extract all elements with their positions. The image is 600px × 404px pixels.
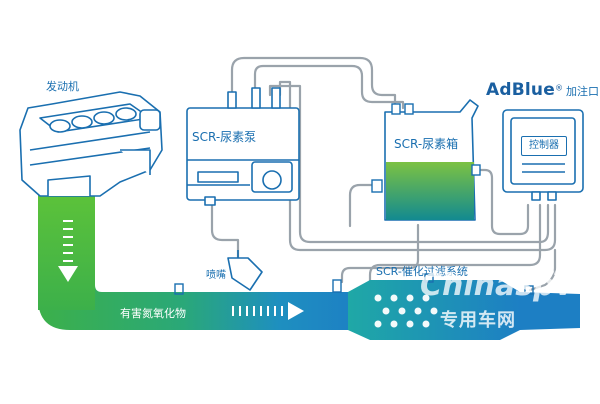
controller-label: 控制器 (521, 136, 567, 156)
nozzle-illustration (227, 250, 263, 291)
adblue-registered-mark: ® (554, 83, 563, 93)
watermark-sub: 专用车网 (440, 310, 516, 331)
adblue-brand: AdBlue (486, 80, 555, 100)
scr-catalyst (332, 273, 580, 340)
sensor-upstream (174, 283, 184, 295)
scr-pump-label: SCR-尿素泵 (192, 130, 257, 144)
scr-tank-illustration (371, 99, 481, 221)
engine-label: 发动机 (46, 80, 79, 93)
engine-illustration (19, 91, 163, 197)
watermark-url: www.chinaspv.cn (550, 268, 600, 277)
site-watermark: Chinaspv www.chinaspv.cn 专用车网 (420, 268, 600, 338)
arrow-down-icon (58, 220, 78, 282)
harmful-nox-label: 有害氮氧化物 (120, 307, 186, 320)
watermark-main: Chinaspv (420, 268, 575, 303)
wiring-harness (210, 56, 557, 292)
arrow-right-icon (232, 302, 304, 320)
adblue-fill-label: AdBlue®加注口 (486, 80, 599, 100)
exhaust-pipe (38, 195, 360, 330)
nozzle-label: 喷嘴 (206, 270, 226, 281)
scr-catalyst-label: SCR-催化过滤系统 (376, 265, 468, 278)
adblue-fill-text: 加注口 (565, 85, 599, 98)
scr-tank-label: SCR-尿素箱 (394, 137, 459, 151)
scr-pump-illustration (186, 87, 300, 206)
